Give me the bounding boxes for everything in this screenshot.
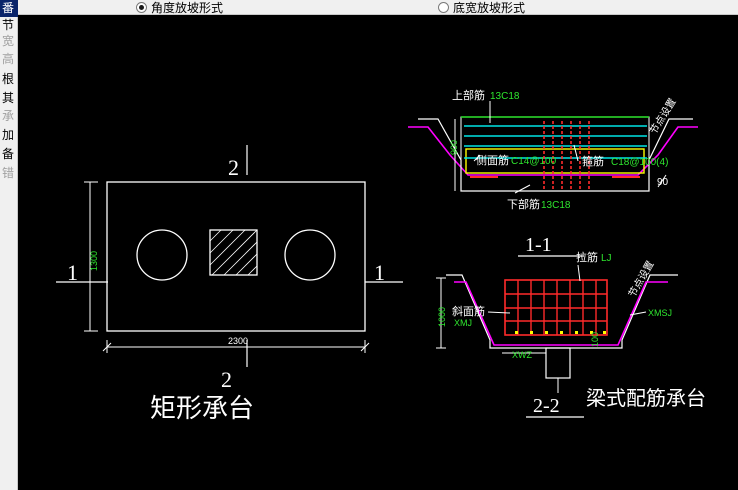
- section-marker-left: 1: [67, 260, 78, 285]
- side-bar-value: C14@100: [511, 156, 557, 167]
- small-dim-2-2: 100: [590, 332, 600, 347]
- side-panel-item[interactable]: 宽: [2, 34, 15, 48]
- tie-bar-label: 拉筋: [576, 250, 598, 264]
- leader-lines: [487, 264, 647, 316]
- slope-angle-value: 90: [657, 177, 669, 188]
- slope-outline: [454, 281, 668, 346]
- angle-slope-radio[interactable]: 角度放坡形式: [136, 0, 223, 15]
- cad-drawing: 2 2 1 1 2300 1300 矩形承台: [56, 88, 706, 424]
- side-panel: 番 节 宽 高 根 其 承 加 备 错: [0, 0, 18, 490]
- section-2-2-title: 2-2: [533, 395, 560, 417]
- beam-cap-title: 梁式配筋承台: [586, 386, 706, 410]
- column-hatch: [209, 229, 258, 276]
- top-bar-value: 13C18: [490, 91, 520, 102]
- section-1-1-title: 1-1: [525, 234, 552, 256]
- section-marker-right: 1: [374, 260, 385, 285]
- side-panel-item[interactable]: 错: [2, 166, 15, 180]
- section-1-1: [408, 101, 698, 194]
- tie-bar-value: LJ: [601, 253, 612, 264]
- side-panel-item[interactable]: 加: [2, 128, 15, 142]
- depth-dim-2-2: 1000: [437, 307, 447, 327]
- slope-bar-code: XMJ: [454, 318, 472, 328]
- rect-cap-title: 矩形承台: [150, 394, 254, 424]
- side-panel-item[interactable]: 高: [2, 52, 15, 66]
- stirrups: [543, 121, 590, 191]
- bottom-bar-label: 下部筋: [507, 197, 540, 211]
- slope-outline: [408, 126, 698, 176]
- leader-lines: [473, 101, 667, 194]
- section-marker-bottom: 2: [221, 367, 232, 392]
- slope-bar-label: 斜面筋: [452, 304, 485, 318]
- side-panel-item[interactable]: 根: [2, 72, 15, 86]
- rebar-cage: [465, 148, 645, 174]
- side-panel-item[interactable]: 节: [2, 18, 15, 32]
- side-panel-item[interactable]: 其: [2, 91, 15, 105]
- side-panel-item[interactable]: 备: [2, 147, 15, 161]
- width-slope-label: 底宽放坡形式: [453, 1, 526, 15]
- section-2-2: [436, 264, 678, 393]
- cap-section-box: [460, 116, 650, 192]
- xmsj-code: XMSJ: [648, 308, 672, 318]
- side-bar-label: 侧面筋: [476, 153, 509, 167]
- stirrup-label: 箍筋: [582, 154, 604, 168]
- pile-left: [136, 229, 188, 281]
- depth-dim-1-1: 900: [449, 140, 459, 155]
- rebar-grid-lines: [505, 280, 607, 335]
- pile-stub: [545, 347, 571, 379]
- pile-right: [284, 229, 336, 281]
- option-bar: 角度放坡形式 底宽放坡形式: [18, 0, 738, 15]
- dim-height-label: 1300: [89, 251, 99, 271]
- radio-selected-icon: [136, 2, 147, 13]
- radio-unselected-icon: [438, 2, 449, 13]
- cad-preview: 2 2 1 1 2300 1300 矩形承台: [18, 15, 738, 490]
- bottom-bar-value: 13C18: [541, 200, 571, 211]
- cap-outline: [106, 181, 366, 332]
- rebar-dots: [515, 331, 606, 334]
- section-marker-top: 2: [228, 155, 239, 180]
- dim-width-label: 2300: [228, 336, 248, 346]
- stirrup-value: C18@100(4): [611, 157, 668, 168]
- section-markers: [56, 145, 403, 367]
- top-bar-label: 上部筋: [452, 88, 485, 102]
- rect-cap-plan: [106, 181, 366, 332]
- rect-dimensions: [84, 181, 370, 353]
- side-panel-item[interactable]: 番: [0, 0, 18, 17]
- xwz-code: XWZ: [512, 350, 532, 360]
- side-panel-item[interactable]: 承: [2, 109, 15, 123]
- width-slope-radio[interactable]: 底宽放坡形式: [438, 0, 525, 15]
- angle-slope-label: 角度放坡形式: [151, 1, 224, 15]
